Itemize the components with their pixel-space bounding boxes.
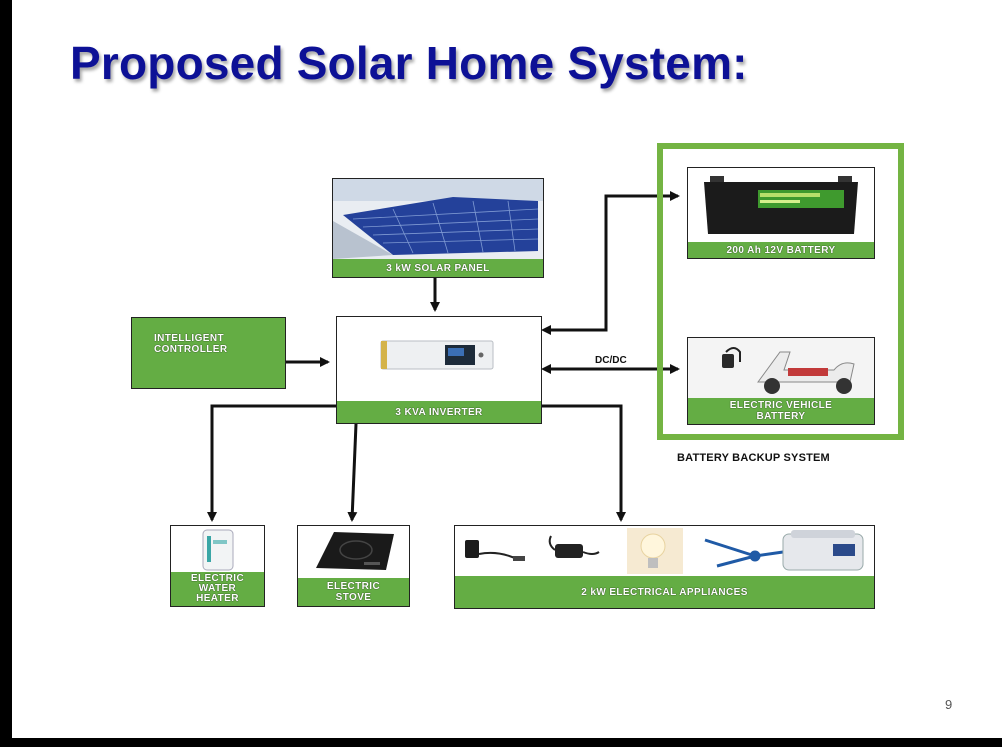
stove-box: ELECTRIC STOVE	[297, 525, 410, 607]
charger-icon	[465, 540, 525, 561]
battery-label: 200 Ah 12V BATTERY	[688, 242, 874, 258]
intelligent-controller-box: INTELLIGENT CONTROLLER	[131, 317, 286, 389]
battery-backup-caption: BATTERY BACKUP SYSTEM	[677, 452, 830, 464]
ev-battery-box: ELECTRIC VEHICLE BATTERY	[687, 337, 875, 425]
arrow-inverter-to-appliances	[542, 404, 626, 522]
battery-backup-frame	[657, 143, 904, 440]
bulb-icon	[627, 528, 683, 574]
slide: Proposed Solar Home System:	[12, 0, 1002, 738]
ev-scooter-image	[688, 338, 874, 398]
inverter-label: 3 KVA INVERTER	[337, 401, 541, 423]
stove-label: ELECTRIC STOVE	[298, 578, 409, 606]
slide-title: Proposed Solar Home System:	[70, 37, 748, 89]
ceiling-fan-icon	[704, 538, 784, 568]
solar-panel-image	[333, 179, 543, 259]
solar-panel-box: 3 kW SOLAR PANEL	[332, 178, 544, 278]
solar-panel-label: 3 kW SOLAR PANEL	[333, 259, 543, 277]
arrow-inverter-to-water-heater	[207, 404, 336, 522]
appliances-image-strip	[455, 526, 874, 576]
arrow-inverter-battery	[541, 191, 680, 335]
rice-cooker-icon	[782, 530, 864, 571]
appliances-box: 2 kW ELECTRICAL APPLIANCES	[454, 525, 875, 609]
arrow-inverter-to-stove	[347, 423, 358, 522]
water-heater-box: ELECTRIC WATER HEATER	[170, 525, 265, 607]
induction-stove-image	[298, 526, 409, 578]
page-number: 9	[945, 697, 953, 712]
controller-label: INTELLIGENT CONTROLLER	[154, 333, 228, 355]
ev-battery-label: ELECTRIC VEHICLE BATTERY	[688, 398, 874, 424]
battery-box: 200 Ah 12V BATTERY	[687, 167, 875, 259]
dcdc-label: DC/DC	[595, 355, 627, 366]
inverter-image	[337, 317, 541, 403]
water-heater-label: ELECTRIC WATER HEATER	[171, 572, 264, 606]
battery-image	[688, 168, 874, 244]
inverter-box: 3 KVA INVERTER	[336, 316, 542, 424]
water-heater-image	[171, 526, 264, 572]
appliances-label: 2 kW ELECTRICAL APPLIANCES	[455, 576, 874, 608]
adapter-icon	[548, 535, 600, 558]
connector-arrows	[207, 191, 680, 522]
